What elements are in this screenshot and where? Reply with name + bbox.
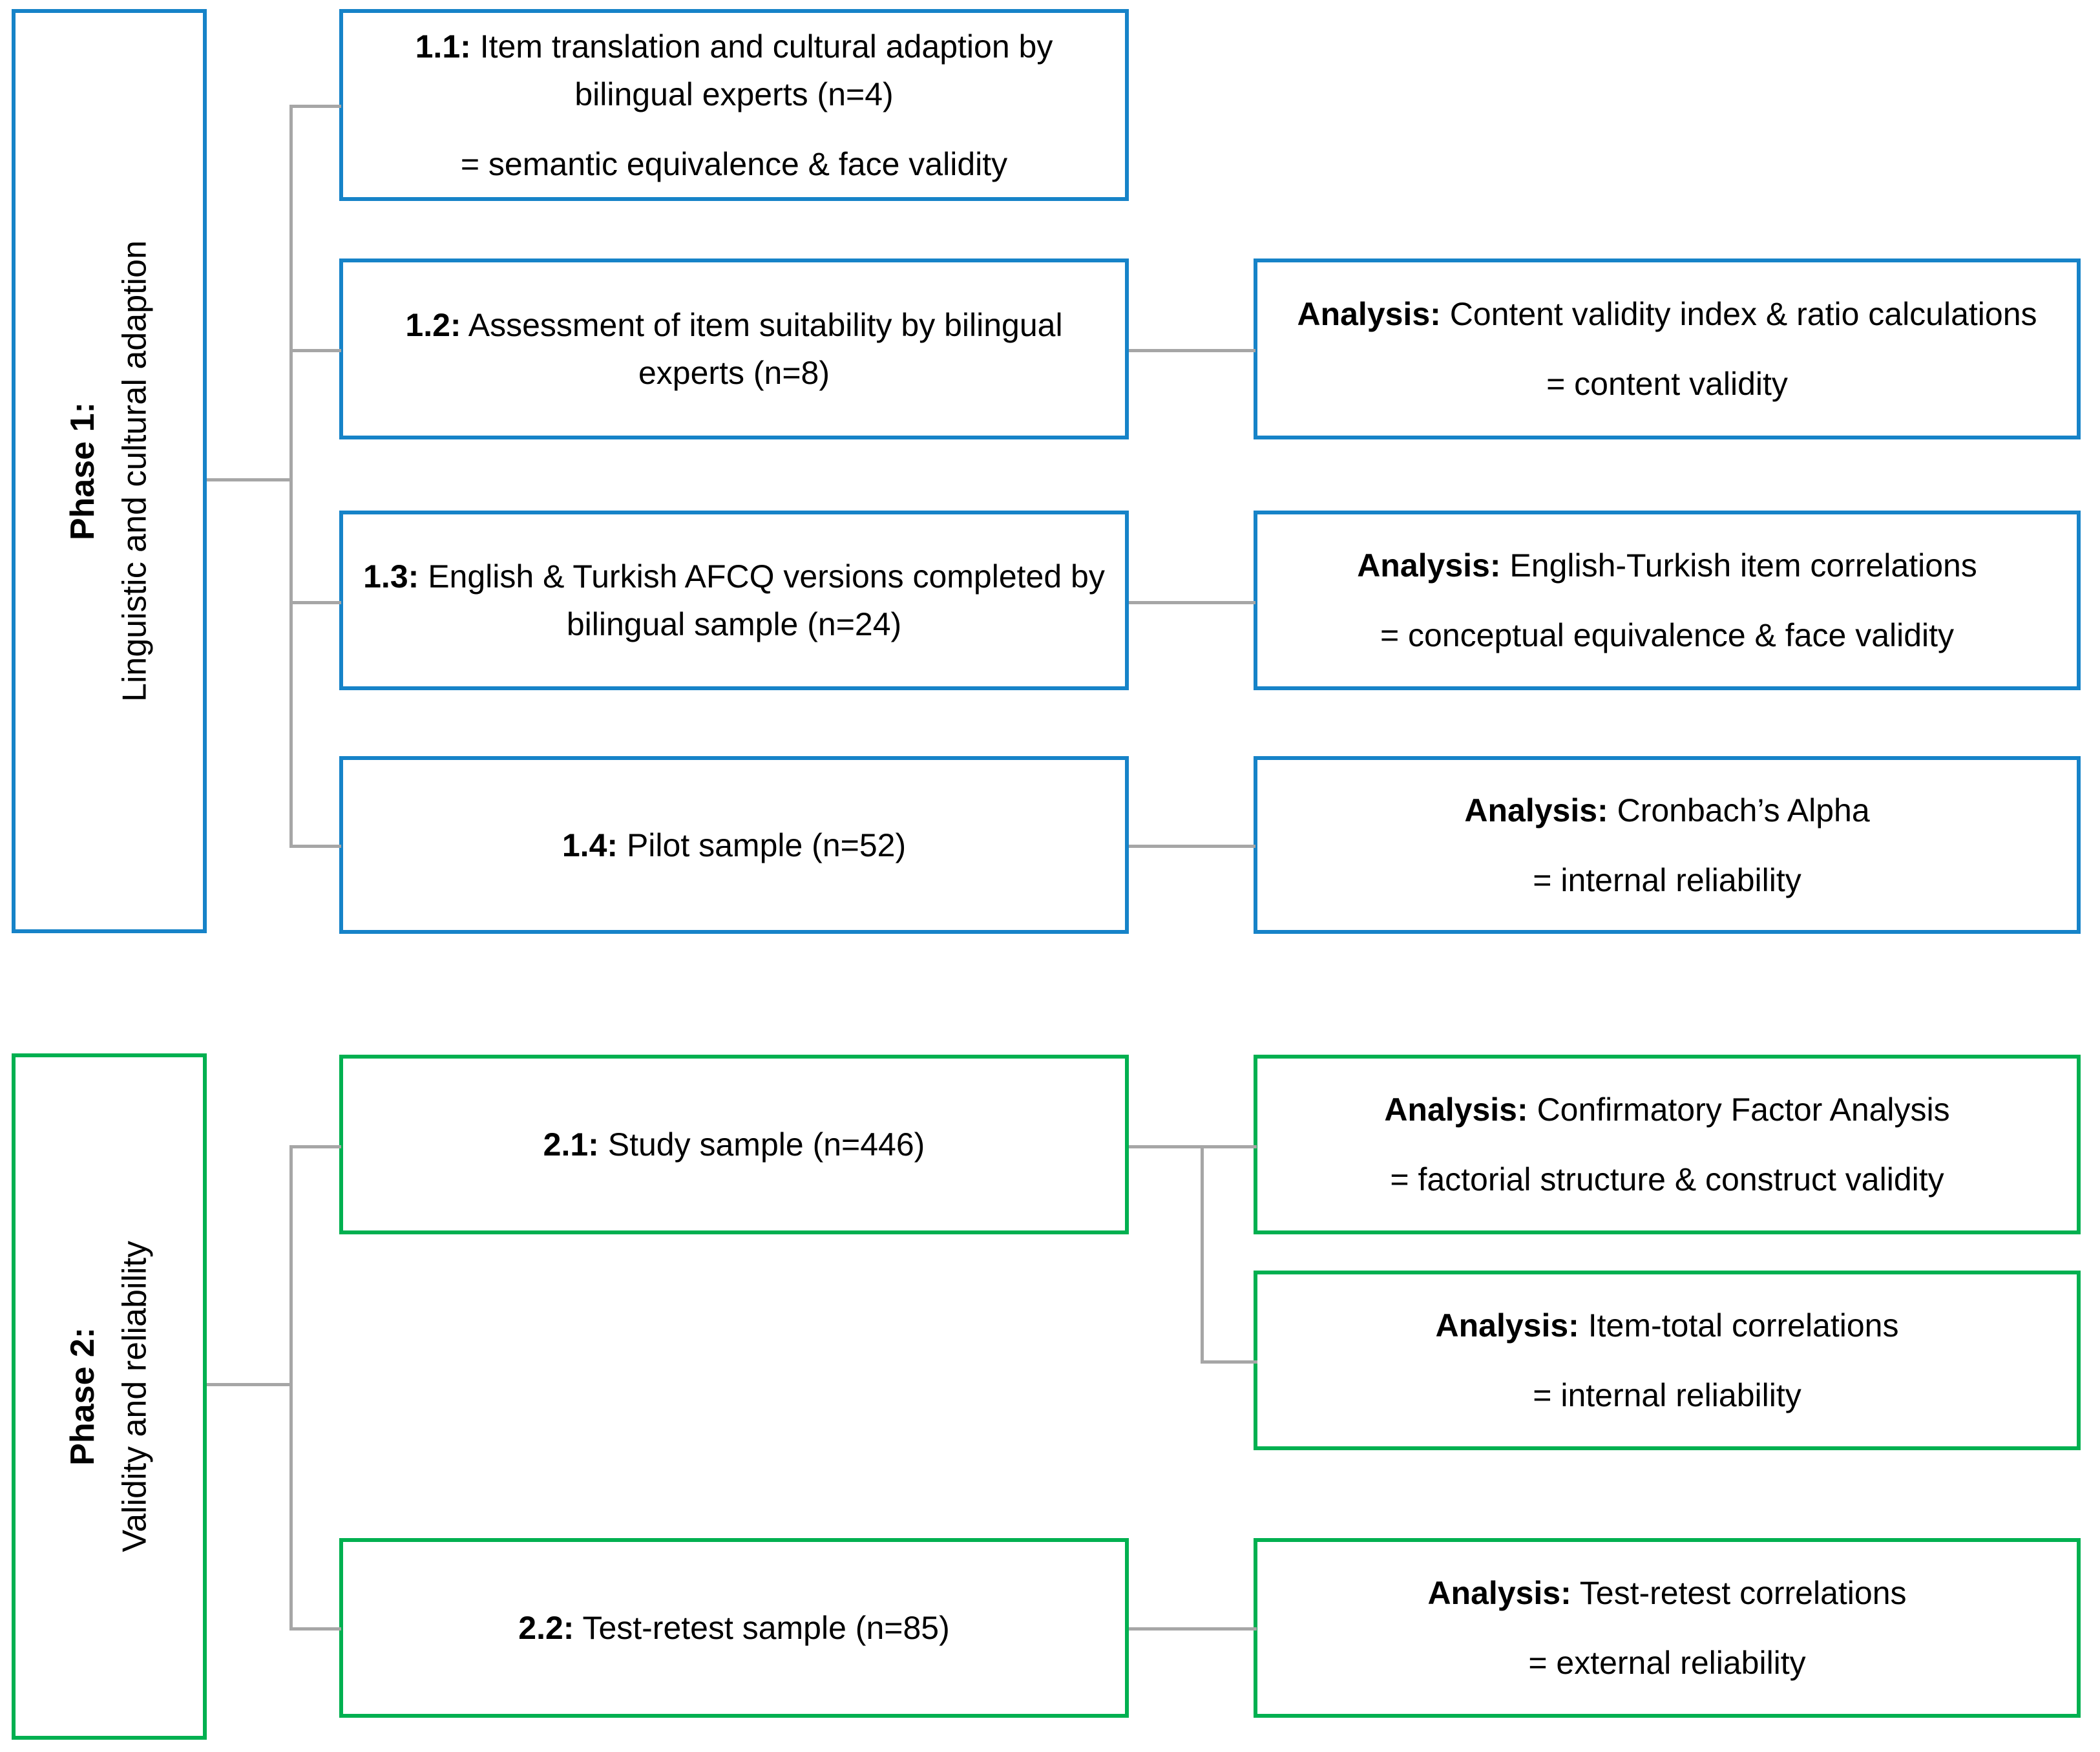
analysis-2-2-outcome: = external reliability (1528, 1645, 1806, 1681)
step-1-1-text: 1.1: Item translation and cultural adapt… (343, 23, 1125, 118)
step-box-1-4[interactable]: 1.4: Pilot sample (n=52) (339, 756, 1129, 934)
step-box-1-1[interactable]: 1.1: Item translation and cultural adapt… (339, 9, 1129, 201)
step-1-1-label: 1.1: (415, 28, 471, 65)
analysis-2-1-itc-text: Analysis: Item-total correlations (1418, 1302, 1917, 1349)
connector-phase1-to-1-3 (289, 601, 341, 604)
analysis-1-4-body: Cronbach’s Alpha (1617, 792, 1870, 829)
connector-phase1-trunk-in (207, 478, 291, 481)
connector-phase2-to-2-1 (289, 1145, 341, 1148)
analysis-box-1-2[interactable]: Analysis: Content validity index & ratio… (1254, 259, 2081, 439)
connector-1-2-to-analysis (1129, 349, 1255, 352)
analysis-box-1-4[interactable]: Analysis: Cronbach’s Alpha = internal re… (1254, 756, 2081, 934)
analysis-box-2-2[interactable]: Analysis: Test-retest correlations = ext… (1254, 1538, 2081, 1718)
analysis-1-4-label: Analysis: (1464, 792, 1608, 829)
connector-phase2-trunk-in (207, 1383, 291, 1386)
phase-1-container: Phase 1: Linguistic and cultural adaptio… (12, 9, 207, 933)
phase-1-subtitle: Linguistic and cultural adaption (116, 240, 154, 702)
analysis-2-1-cfa-text: Analysis: Confirmatory Factor Analysis (1366, 1086, 1968, 1134)
analysis-2-1-itc-label: Analysis: (1435, 1307, 1579, 1344)
analysis-1-3-label: Analysis: (1357, 547, 1501, 584)
step-box-1-3[interactable]: 1.3: English & Turkish AFCQ versions com… (339, 511, 1129, 690)
step-1-4-body: Pilot sample (n=52) (626, 827, 907, 863)
step-1-2-label: 1.2: (405, 307, 461, 343)
connector-1-4-to-analysis (1129, 845, 1255, 848)
connector-split-to-itc (1201, 1360, 1257, 1364)
step-box-1-2[interactable]: 1.2: Assessment of item suitability by b… (339, 259, 1129, 439)
analysis-box-1-3[interactable]: Analysis: English-Turkish item correlati… (1254, 511, 2081, 690)
step-1-4-label: 1.4: (562, 827, 618, 863)
analysis-2-1-itc-body: Item-total correlations (1588, 1307, 1899, 1344)
analysis-2-2-body: Test-retest correlations (1579, 1575, 1907, 1611)
connector-phase2-trunk (289, 1145, 293, 1629)
analysis-2-1-itc-outcome: = internal reliability (1533, 1377, 1801, 1413)
analysis-1-2-outcome: = content validity (1546, 366, 1788, 402)
step-2-2-label: 2.2: (518, 1610, 574, 1646)
connector-phase1-trunk (289, 105, 293, 845)
step-1-3-label: 1.3: (363, 558, 419, 595)
connector-phase1-to-1-2 (289, 349, 341, 352)
step-1-2-body: Assessment of item suitability by biling… (468, 307, 1063, 391)
analysis-1-2-text: Analysis: Content validity index & ratio… (1279, 290, 2055, 338)
step-1-1-outcome: = semantic equivalence & face validity (460, 145, 1008, 182)
step-1-4-text: 1.4: Pilot sample (n=52) (544, 821, 924, 869)
analysis-1-2-label: Analysis: (1297, 296, 1441, 332)
analysis-2-2-label: Analysis: (1427, 1575, 1571, 1611)
step-2-1-body: Study sample (n=446) (607, 1126, 925, 1163)
analysis-1-3-text: Analysis: English-Turkish item correlati… (1339, 542, 1995, 589)
analysis-box-2-1-cfa[interactable]: Analysis: Confirmatory Factor Analysis =… (1254, 1055, 2081, 1234)
analysis-1-4-text: Analysis: Cronbach’s Alpha (1446, 786, 1887, 834)
step-2-2-text: 2.2: Test-retest sample (n=85) (500, 1604, 967, 1652)
phase-2-title: Phase 2: (64, 1327, 102, 1466)
analysis-2-1-cfa-label: Analysis: (1384, 1092, 1528, 1128)
analysis-box-2-1-itc[interactable]: Analysis: Item-total correlations = inte… (1254, 1271, 2081, 1450)
analysis-2-1-cfa-body: Confirmatory Factor Analysis (1537, 1092, 1950, 1128)
analysis-2-2-text: Analysis: Test-retest correlations (1409, 1569, 1924, 1617)
step-box-2-2[interactable]: 2.2: Test-retest sample (n=85) (339, 1538, 1129, 1718)
connector-2-1-to-split (1129, 1145, 1257, 1148)
step-1-1-body: Item translation and cultural adaption b… (479, 28, 1053, 112)
analysis-1-3-body: English-Turkish item correlations (1509, 547, 1977, 584)
step-1-3-body: English & Turkish AFCQ versions complete… (428, 558, 1105, 642)
phase-2-subtitle: Validity and reliability (116, 1241, 154, 1552)
step-1-2-text: 1.2: Assessment of item suitability by b… (343, 301, 1125, 397)
step-box-2-1[interactable]: 2.1: Study sample (n=446) (339, 1055, 1129, 1234)
phase-2-label: Phase 2: Validity and reliability (57, 1241, 161, 1552)
phase-2-container: Phase 2: Validity and reliability (12, 1053, 207, 1740)
connector-2-2-to-analysis (1129, 1627, 1257, 1631)
step-2-1-label: 2.1: (543, 1126, 599, 1163)
step-2-1-text: 2.1: Study sample (n=446) (525, 1121, 943, 1168)
phase-1-title: Phase 1: (64, 402, 102, 540)
connector-phase1-to-1-4 (289, 845, 341, 848)
step-2-2-body: Test-retest sample (n=85) (582, 1610, 950, 1646)
step-1-3-text: 1.3: English & Turkish AFCQ versions com… (343, 553, 1125, 648)
phase-1-label: Phase 1: Linguistic and cultural adaptio… (57, 240, 161, 702)
connector-phase1-to-1-1 (289, 105, 341, 108)
connector-1-3-to-analysis (1129, 601, 1255, 604)
analysis-1-4-outcome: = internal reliability (1533, 861, 1801, 898)
analysis-2-1-cfa-outcome: = factorial structure & construct validi… (1390, 1161, 1944, 1198)
connector-phase2-to-2-2 (289, 1627, 341, 1631)
analysis-1-3-outcome: = conceptual equivalence & face validity (1380, 617, 1955, 653)
analysis-1-2-body: Content validity index & ratio calculati… (1449, 296, 2037, 332)
connector-2-1-split-trunk (1201, 1145, 1204, 1364)
